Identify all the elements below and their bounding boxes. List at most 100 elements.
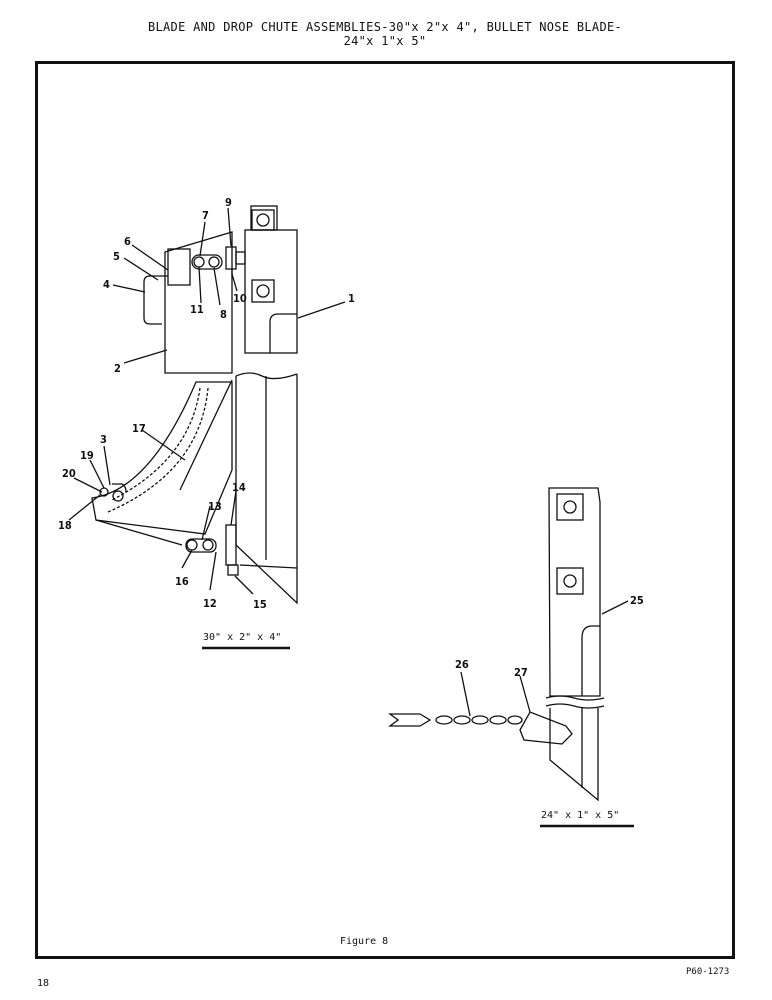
callout-4: 4 [103, 278, 110, 291]
callout-15: 15 [253, 598, 267, 611]
callout-19: 19 [80, 449, 94, 462]
bullet-bolt-hole-1 [563, 500, 577, 514]
right-assembly-label: 24" x 1" x 5" [541, 810, 620, 821]
leader-10 [231, 273, 238, 292]
hinge-link [191, 254, 223, 270]
callout-18: 18 [58, 519, 72, 532]
lower-hinge-link [185, 538, 217, 553]
left-assembly-label: 30" x 2" x 4" [203, 632, 282, 643]
bullet-blade-lower [549, 708, 599, 802]
lower-hinge-pin-right [202, 539, 214, 551]
leader-20 [73, 477, 103, 493]
leader-2 [123, 349, 168, 364]
leader-6 [131, 244, 169, 271]
blade-upper [244, 229, 298, 354]
blade-bolt-hole-box [251, 279, 275, 303]
leader-8 [213, 267, 221, 306]
leader-3 [103, 445, 111, 486]
leader-13 [201, 505, 211, 541]
callout-14: 14 [232, 481, 246, 494]
latch-19 [112, 490, 124, 502]
hinge-bracket [235, 251, 246, 265]
callout-16: 16 [175, 575, 189, 588]
leader-26 [460, 671, 471, 717]
leader-27 [519, 675, 531, 713]
leader-11 [198, 266, 202, 304]
callout-13: 13 [208, 500, 222, 513]
callout-6: 6 [124, 235, 131, 248]
lower-hinge-nut-15 [227, 564, 239, 576]
leader-16 [181, 549, 193, 569]
callout-26: 26 [455, 658, 469, 671]
leader-12 [209, 551, 217, 591]
page-title: BLADE AND DROP CHUTE ASSEMBLIES-30"x 2"x… [60, 20, 710, 48]
lower-hinge-bolt-14 [225, 524, 237, 566]
callout-17: 17 [132, 422, 146, 435]
chain-link-2 [453, 715, 471, 725]
leader-19 [89, 459, 105, 489]
blade-assembly-30x2x4 [68, 205, 346, 650]
chute-base-line [95, 519, 183, 546]
callout-10: 10 [233, 292, 247, 305]
callout-20: 20 [62, 467, 76, 480]
bullet-bolt-hole-2 [563, 574, 577, 588]
chain-link-5 [507, 715, 523, 725]
leader-17 [141, 429, 186, 461]
bullet-bolt-box-2 [556, 567, 584, 595]
callout-numbers: 1 2 3 4 5 6 7 8 9 10 11 12 13 14 15 16 1… [58, 196, 644, 679]
latch-3 [112, 483, 127, 493]
break-line [235, 372, 298, 380]
chute-lower [91, 381, 233, 535]
callout-11: 11 [190, 303, 204, 316]
blade-bevel [269, 313, 297, 353]
callout-2: 2 [114, 362, 121, 375]
chain-link-3 [471, 715, 489, 725]
lower-hinge-pin-left [186, 539, 198, 551]
callout-27: 27 [514, 666, 528, 679]
blade-bolt-hole-top [251, 209, 275, 231]
leader-7 [199, 221, 206, 257]
callout-3: 3 [100, 433, 107, 446]
bullet-blade-upper [548, 487, 601, 697]
blade-lower [235, 374, 298, 605]
bullet-bevel [581, 625, 600, 696]
bullet-nose-blade-24x1x5 [388, 487, 634, 828]
bullet-bolt-box-1 [556, 493, 584, 521]
callout-25: 25 [630, 594, 644, 607]
bullet-break-top [545, 695, 605, 701]
chute-handle [143, 275, 168, 325]
callout-12: 12 [203, 597, 217, 610]
blade-tip-line [239, 564, 298, 569]
chain-link-4 [489, 715, 507, 725]
chute-bracket [167, 248, 191, 286]
bolt-hole-1 [256, 213, 270, 227]
chain-link-1 [435, 715, 453, 725]
leader-25 [601, 600, 629, 615]
callout-8: 8 [220, 308, 227, 321]
title-line-1: BLADE AND DROP CHUTE ASSEMBLIES-30"x 2"x… [147, 20, 623, 34]
leader-18 [68, 494, 101, 521]
bullet-break-bottom [545, 703, 605, 709]
callout-7: 7 [202, 209, 209, 222]
page-number: 18 [37, 978, 50, 989]
leader-4 [112, 284, 146, 293]
chain-hook [388, 713, 432, 727]
leader-1 [297, 301, 346, 319]
leader-long [179, 379, 233, 491]
bullet-nose-tip [519, 711, 573, 745]
document-code: P60-1273 [686, 967, 730, 977]
figure-caption: Figure 8 [340, 936, 389, 947]
callout-5: 5 [113, 250, 120, 263]
leader-15 [234, 575, 254, 595]
chute-upper [164, 231, 233, 374]
leader-5 [123, 257, 159, 281]
hinge-bolt-9 [225, 246, 237, 270]
leader-9 [227, 207, 232, 247]
hinge-pin-left [193, 256, 205, 268]
bolt-hole-2 [256, 284, 270, 298]
callout-1: 1 [348, 292, 355, 305]
leader-14 [230, 490, 237, 526]
callout-9: 9 [225, 196, 232, 209]
title-line-2: 24"x 1"x 5" [343, 34, 427, 48]
